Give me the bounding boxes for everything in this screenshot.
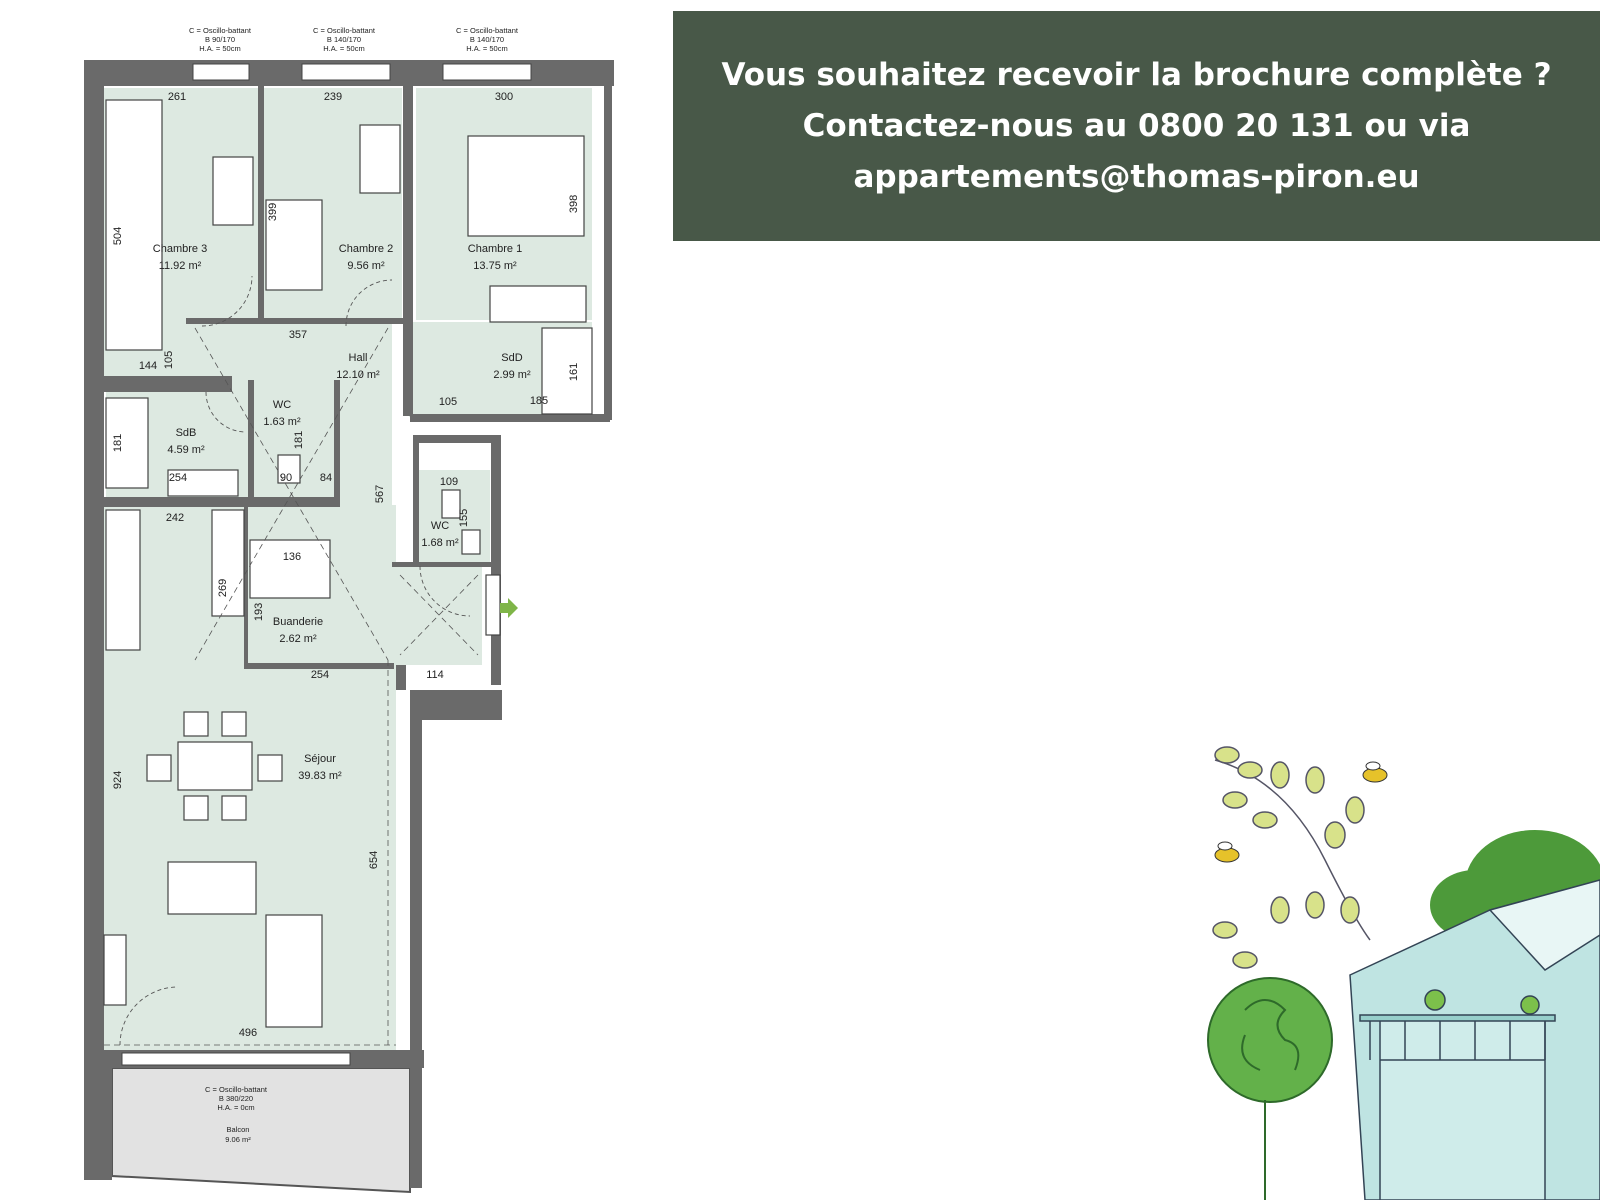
room-chambre3-name: Chambre 3 xyxy=(153,243,207,255)
dim-185: 185 xyxy=(530,395,548,407)
dim-155: 155 xyxy=(458,509,470,527)
contact-line-1: Vous souhaitez recevoir la brochure comp… xyxy=(721,56,1552,93)
contact-email[interactable]: appartements@thomas-piron.eu xyxy=(853,158,1420,195)
window-2-line3: H.A. = 50cm xyxy=(323,44,364,53)
room-chambre2-area: 9.56 m² xyxy=(347,260,385,272)
dim-567: 567 xyxy=(374,485,386,503)
furniture xyxy=(103,99,593,1028)
contact-banner: Vous souhaitez recevoir la brochure comp… xyxy=(673,11,1600,241)
room-chambre3-area: 11.92 m² xyxy=(159,260,202,272)
room-sejour-name: Séjour xyxy=(304,753,336,765)
dim-269: 269 xyxy=(217,579,229,597)
room-wc2-area: 1.68 m² xyxy=(421,537,459,549)
dim-136: 136 xyxy=(283,551,301,563)
window-2-line2: B 140/170 xyxy=(327,35,361,44)
dim-193: 193 xyxy=(253,603,265,621)
room-chambre1-area: 13.75 m² xyxy=(473,260,517,272)
dim-398: 398 xyxy=(568,195,580,213)
room-sejour-area: 39.83 m² xyxy=(298,770,342,782)
room-balcon-name: Balcon xyxy=(227,1125,250,1134)
room-chambre2-name: Chambre 2 xyxy=(339,243,393,255)
window-3-line3: H.A. = 50cm xyxy=(466,44,507,53)
bee-icon xyxy=(1214,761,1388,863)
house-icon xyxy=(1349,879,1600,1200)
entry-arrow-icon xyxy=(500,598,518,618)
room-buanderie-area: 2.62 m² xyxy=(279,633,317,645)
window-1-line1: C = Oscillo-battant xyxy=(189,26,252,35)
window-4-line3: H.A. = 0cm xyxy=(217,1103,254,1112)
room-wc2-name: WC xyxy=(431,520,449,532)
room-balcon-area: 9.06 m² xyxy=(225,1135,251,1144)
dim-144: 144 xyxy=(139,360,157,372)
dashed-lines xyxy=(104,327,479,1046)
dim-109: 109 xyxy=(440,476,458,488)
dim-254a: 254 xyxy=(169,472,187,484)
floor-plan: C = Oscillo-battant B 90/170 H.A. = 50cm… xyxy=(84,26,614,1194)
contact-line-2: Contactez-nous au 0800 20 131 ou via xyxy=(802,107,1471,144)
room-sdb-area: 4.59 m² xyxy=(167,444,205,456)
dim-161: 161 xyxy=(568,363,580,381)
dim-654: 654 xyxy=(368,851,380,869)
room-sdd-area: 2.99 m² xyxy=(493,369,531,381)
room-buanderie-name: Buanderie xyxy=(273,616,323,628)
dim-105a: 105 xyxy=(163,351,175,369)
dim-239: 239 xyxy=(324,91,342,103)
window-2-line1: C = Oscillo-battant xyxy=(313,26,376,35)
dim-357: 357 xyxy=(289,329,307,341)
window-4-line1: C = Oscillo-battant xyxy=(205,1085,268,1094)
dim-254b: 254 xyxy=(311,669,329,681)
room-hall-area: 12.10 m² xyxy=(336,369,380,381)
dim-84: 84 xyxy=(320,472,332,484)
window-4-line2: B 380/220 xyxy=(219,1094,253,1103)
dim-399: 399 xyxy=(267,203,279,221)
dim-300: 300 xyxy=(495,91,513,103)
room-sdb-name: SdB xyxy=(176,427,197,439)
windows-top xyxy=(121,63,532,1066)
window-1-line2: B 90/170 xyxy=(205,35,235,44)
tree-icon xyxy=(1207,977,1333,1200)
dim-90: 90 xyxy=(280,472,292,484)
dim-181b: 181 xyxy=(293,431,305,449)
door-arcs xyxy=(119,275,471,1046)
dim-504: 504 xyxy=(112,227,124,245)
dim-242: 242 xyxy=(166,512,184,524)
window-1-line3: H.A. = 50cm xyxy=(199,44,240,53)
dim-496: 496 xyxy=(239,1027,257,1039)
dim-114: 114 xyxy=(426,669,444,681)
leaf-branch-icon xyxy=(1212,746,1371,969)
room-chambre1-name: Chambre 1 xyxy=(468,243,522,255)
room-hall-name: Hall xyxy=(349,352,368,364)
room-sdd-name: SdD xyxy=(501,352,522,364)
dim-181a: 181 xyxy=(112,434,124,452)
dim-924: 924 xyxy=(112,771,124,789)
window-3-line1: C = Oscillo-battant xyxy=(456,26,519,35)
dim-261: 261 xyxy=(168,91,186,103)
window-3-line2: B 140/170 xyxy=(470,35,504,44)
room-wc1-name: WC xyxy=(273,399,291,411)
room-wc1-area: 1.63 m² xyxy=(263,416,301,428)
dim-105b: 105 xyxy=(439,396,457,408)
decorative-illustration xyxy=(1207,746,1600,1200)
